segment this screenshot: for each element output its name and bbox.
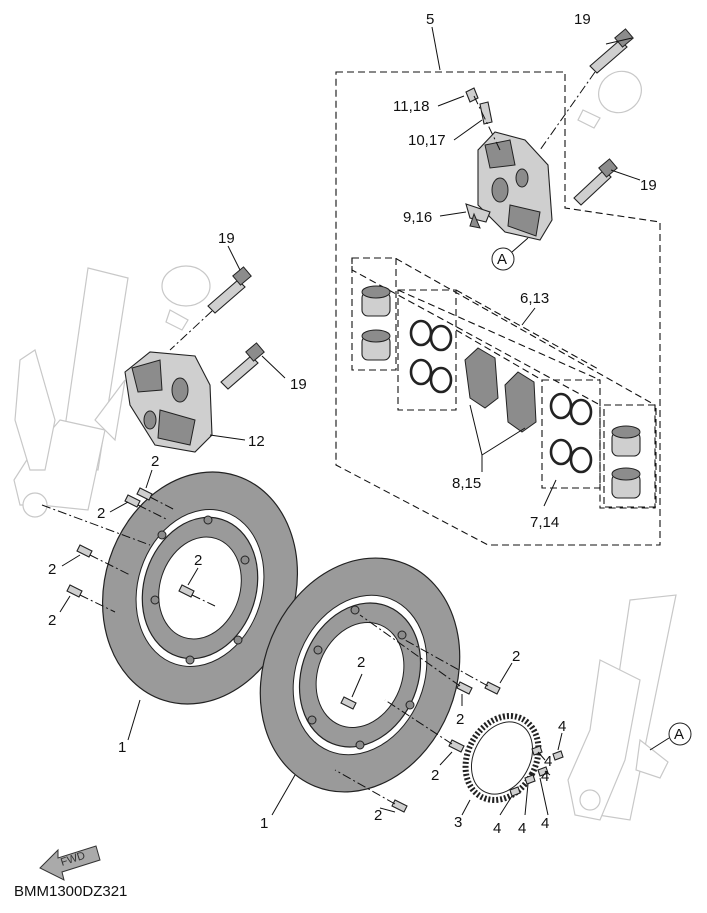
callout-a-upper: A xyxy=(497,251,507,268)
pistons-left xyxy=(361,285,391,361)
fwd-arrow: FWD xyxy=(39,845,101,881)
caliper-assembly-boundary xyxy=(335,71,661,546)
bolt-19-mid xyxy=(573,158,618,206)
callout-4-b: 4 xyxy=(544,753,552,770)
piston-box-left xyxy=(351,257,397,371)
seal-box-right xyxy=(541,379,601,489)
callout-2-e: 2 xyxy=(194,552,202,569)
callout-2-g: 2 xyxy=(357,654,365,671)
right-brake-disc xyxy=(259,557,461,793)
brake-pads xyxy=(464,347,537,456)
callout-7-14: 7,14 xyxy=(530,514,559,531)
callout-4-f: 4 xyxy=(493,820,501,837)
bolt-19-top xyxy=(539,28,634,151)
left-fork-ghost xyxy=(13,267,129,518)
rotor-bolts xyxy=(509,745,564,797)
disc-bolts-left xyxy=(66,487,216,613)
diagram-code: BMM1300DZ321 xyxy=(14,883,127,900)
right-fork-ghost xyxy=(567,594,677,821)
callout-5: 5 xyxy=(426,11,434,28)
left-brake-disc xyxy=(101,471,299,705)
callout-4-c: 4 xyxy=(541,768,549,785)
sensor-rotor xyxy=(462,712,542,804)
callout-12: 12 xyxy=(248,433,265,450)
callouts: 5 19 11,18 10,17 19 9,16 A 19 6,13 19 12… xyxy=(14,11,692,900)
callout-6-13: 6,13 xyxy=(520,290,549,307)
callout-19-left-top: 19 xyxy=(218,230,235,247)
callout-2-d: 2 xyxy=(48,612,56,629)
callout-11-18: 11,18 xyxy=(393,98,429,115)
callout-2-a: 2 xyxy=(151,453,159,470)
callout-1-right: 1 xyxy=(260,815,268,832)
callout-4-e: 4 xyxy=(518,820,526,837)
callout-2-b: 2 xyxy=(97,505,105,522)
seals-left xyxy=(409,319,453,394)
bolt-19-left-bottom xyxy=(220,342,265,390)
callout-19-mid: 19 xyxy=(640,177,657,194)
disc-bolts-right xyxy=(334,614,501,813)
callout-9-16: 9,16 xyxy=(403,209,432,226)
piston-box-right xyxy=(603,404,657,508)
mount-ghost xyxy=(161,70,642,331)
callout-a-lower: A xyxy=(674,726,684,743)
bolt-19-left-top xyxy=(169,266,252,351)
callout-1-left: 1 xyxy=(118,739,126,756)
bleed-screw-cap xyxy=(465,87,501,151)
callout-10-17: 10,17 xyxy=(408,132,446,149)
callout-2-j: 2 xyxy=(374,807,382,824)
pistons-right xyxy=(611,425,641,499)
upper-caliper xyxy=(477,131,553,241)
callout-4-a: 4 xyxy=(558,718,566,735)
seal-kit-boundary xyxy=(351,257,656,509)
callout-19-left-bottom: 19 xyxy=(290,376,307,393)
callout-4-d: 4 xyxy=(541,815,549,832)
callout-8-15: 8,15 xyxy=(452,475,481,492)
pad-pin-upper xyxy=(465,203,491,229)
callout-2-c: 2 xyxy=(48,561,56,578)
callout-19-top: 19 xyxy=(574,11,591,28)
callout-2-f: 2 xyxy=(512,648,520,665)
seals-right xyxy=(549,392,593,474)
callout-2-i: 2 xyxy=(431,767,439,784)
left-caliper xyxy=(124,351,213,453)
seal-box-left xyxy=(397,289,457,411)
callout-3: 3 xyxy=(454,814,462,831)
callout-2-h: 2 xyxy=(456,711,464,728)
